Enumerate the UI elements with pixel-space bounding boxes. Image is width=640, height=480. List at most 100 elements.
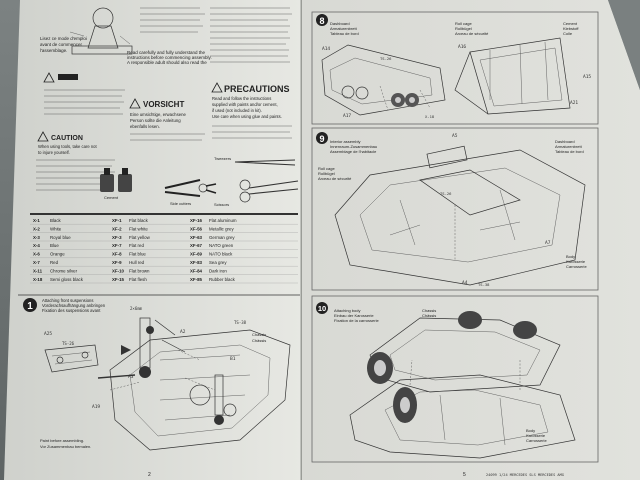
page-number: 2 — [148, 472, 151, 478]
intro-line: Read carefully and fully understand the — [127, 50, 206, 55]
step-side-title: Armaturenbrett — [555, 144, 583, 149]
paint-code-cell: XF-15 — [112, 277, 125, 282]
step-title-line: Assemblage de l'habitacle — [330, 149, 377, 154]
caution-line: When using tools, take care not — [38, 144, 97, 149]
paint-name-cell: NATO black — [209, 252, 233, 257]
paint-code-cell: X-6 — [33, 252, 40, 257]
caution-line: to injure yourself. — [38, 150, 70, 155]
paint-code: TS-26 — [62, 341, 75, 346]
tools-section: Cement Side cutters Tweezers Scissors — [100, 156, 299, 207]
paint-code-cell: X-11 — [33, 268, 43, 273]
warning-triangle-icon — [129, 98, 141, 109]
step-title-line: Fixation de la carrosserie — [334, 318, 379, 323]
paint-code-cell: XF-69 — [190, 252, 203, 257]
paint-name-cell: Flat aluminum — [209, 218, 237, 223]
paint-name-cell: Flat blue — [129, 252, 146, 257]
part-label: A5 — [452, 133, 458, 139]
note-line: Vor Zusammenbau bemalen. — [40, 444, 91, 449]
intro-line: l'assemblage. — [40, 48, 67, 53]
paint-code-cell: XF-16 — [190, 218, 203, 223]
paint-code: TS-26 — [440, 191, 452, 196]
paint-code-cell: XF-10 — [112, 268, 125, 273]
paint-name-cell: Dark iron — [209, 268, 227, 273]
precautions-line: supplied with paints and/or cement, — [212, 102, 278, 107]
step-10: 10 Attaching body Einbau der Karosserie … — [311, 295, 599, 478]
step-8: 8 Dashboard Armaturenbrett Tableau de bo… — [311, 11, 599, 125]
paint-code-cell: X-2 — [33, 226, 40, 231]
paint-name-cell: Red — [50, 260, 59, 265]
note-line: Paint before assembling. — [40, 438, 84, 443]
step-title-line: Tableau de bord — [330, 31, 359, 36]
paint-code-cell: XF-9 — [112, 260, 122, 265]
precautions-line: Read and follow the instructions — [212, 96, 271, 101]
screw-label: 2×6mm — [130, 306, 143, 311]
precautions-line: Use care when using glue and paints. — [212, 114, 282, 119]
intro-line: Lisez ce mode d'emploi — [40, 36, 87, 41]
paint-code-cell: XF-83 — [190, 260, 203, 265]
part-label: A25 — [44, 331, 52, 337]
paint-name-cell: NATO green — [209, 243, 234, 248]
paint-name-cell: Black — [50, 218, 62, 223]
step-number: 9 — [319, 134, 324, 144]
arm-drawing — [44, 344, 141, 391]
side-cutters-icon — [164, 179, 217, 197]
interior-drawing — [334, 145, 586, 286]
step-side-title: Arceau de sécurité — [455, 31, 489, 36]
cement-bottle-icon — [100, 168, 132, 192]
body-label: Karosserie — [566, 259, 586, 264]
paint-name-cell: Orange — [50, 252, 65, 257]
part-label: A14 — [322, 46, 330, 52]
paint-code-cell: XF-63 — [190, 235, 203, 240]
roll-cage-label: Roll cage — [318, 166, 335, 171]
part-label: A3 — [128, 374, 134, 380]
step-number: 1 — [27, 301, 33, 312]
paint-name-cell: German grey — [209, 235, 235, 240]
right-page: 8 Dashboard Armaturenbrett Tableau de bo… — [302, 0, 640, 480]
step-number: 10 — [318, 304, 326, 313]
body-label: Body — [526, 428, 535, 433]
paint-code-cell: X-3 — [33, 235, 40, 240]
paint-code-cell: XF-84 — [190, 268, 203, 273]
paint-name-cell: Semi gloss black — [50, 277, 84, 282]
paint-code-cell: XF-56 — [190, 226, 203, 231]
paint-name-cell: Sea grey — [209, 260, 227, 265]
body-label: Carrosserie — [566, 264, 587, 269]
paint-code-cell: X-18 — [33, 277, 43, 282]
roll-cage-label: Arceau de sécurité — [318, 176, 352, 181]
step-title-line: Innenraum-Zusammenbau — [330, 144, 377, 149]
step-number: 8 — [319, 16, 324, 26]
paint-code-cell: XF-7 — [112, 243, 122, 248]
intro-line: avant de commencer — [40, 42, 83, 47]
chassis-label: Chassis — [422, 308, 436, 313]
tool-label: Tweezers — [214, 156, 231, 161]
part-label: A21 — [570, 100, 578, 106]
paint-code: X-18 — [425, 114, 435, 119]
paint-code: TS-38 — [478, 282, 490, 287]
part-label: A2 — [180, 329, 186, 335]
step-side-title: Roll cage — [455, 21, 472, 26]
part-label: A15 — [583, 74, 591, 80]
part-label: A17 — [343, 113, 351, 119]
page-number: 5 — [463, 472, 466, 478]
step-side-title: Tableau de bord — [555, 149, 584, 154]
step-9: 9 Interior assembly Innenraum-Zusammenba… — [311, 127, 599, 291]
dashboard-drawing — [321, 44, 446, 116]
step-side-title: Rollbügel — [455, 26, 472, 31]
paint-name-cell: Blue — [50, 243, 59, 248]
left-page: Lisez ce mode d'emploi avant de commence… — [4, 0, 304, 480]
paint-name-cell: Flat white — [129, 226, 148, 231]
body-label: Karosserie — [526, 433, 546, 438]
car-body-drawing — [349, 359, 576, 459]
paint-name-cell: Metallic grey — [209, 226, 234, 231]
intro-line: A responsible adult should also read the — [127, 60, 207, 65]
step-title-line: Attaching front suspensions — [42, 298, 93, 303]
paint-code-cell: XF-85 — [190, 277, 203, 282]
step-1: 1 Attaching front suspensions Vorderachs… — [18, 294, 300, 478]
chassis-drawing — [109, 329, 291, 451]
part-label: A16 — [458, 44, 466, 50]
chassis-label: Châssis — [252, 338, 266, 343]
paint-name-cell: Flat black — [129, 218, 149, 223]
paint-name-cell: Royal blue — [50, 235, 71, 240]
intro-line: instructions before commencing assembly. — [127, 55, 212, 60]
precautions-line: if used (not included in kit). — [212, 108, 262, 113]
